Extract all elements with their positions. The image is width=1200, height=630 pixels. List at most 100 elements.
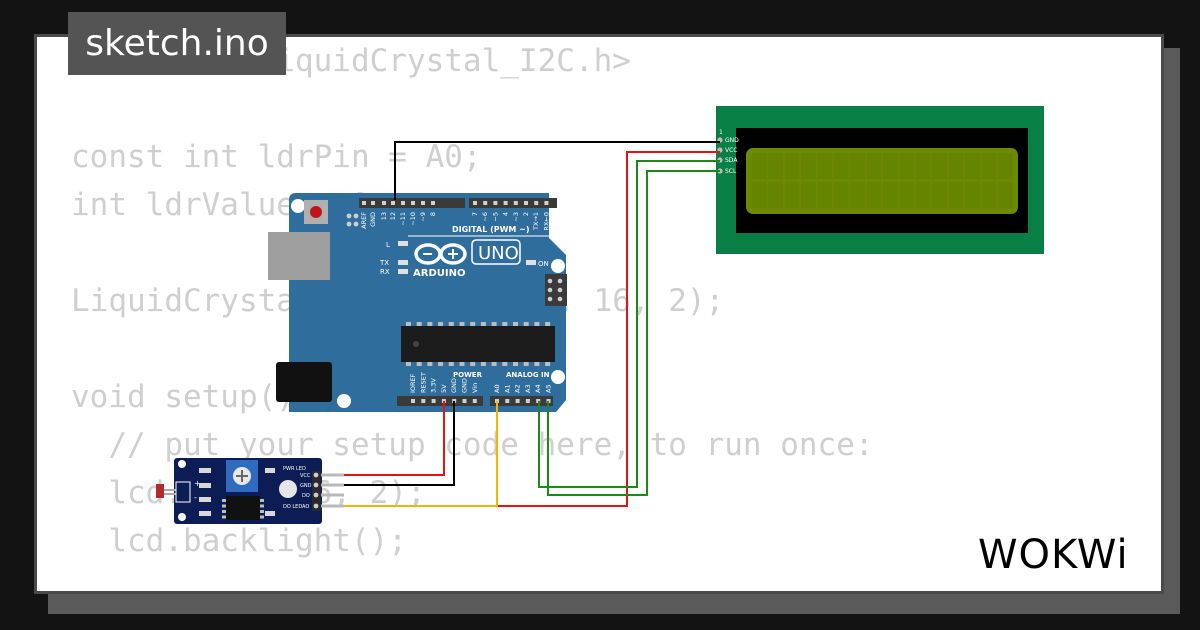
- chip-notch: [413, 341, 419, 347]
- wire-sda-lcd[interactable]: [538, 160, 720, 488]
- digital-pin[interactable]: [421, 201, 425, 205]
- digital-pin[interactable]: [362, 201, 366, 205]
- uno-badge: [471, 239, 521, 265]
- digital-pin[interactable]: [401, 201, 405, 205]
- smd-resistor: [199, 511, 211, 516]
- digital-pin[interactable]: [524, 201, 528, 205]
- ldr-sensor-module[interactable]: + - PWR LED DO LED VCC GND DO AO: [156, 458, 344, 524]
- sensor-pin[interactable]: [313, 492, 319, 498]
- chip-pin: [438, 322, 444, 326]
- file-tab[interactable]: sketch.ino: [68, 12, 286, 75]
- pwr-led-label: PWR LED: [283, 466, 306, 472]
- reset-button-cap[interactable]: [310, 206, 322, 218]
- sensor-pin[interactable]: [313, 482, 319, 488]
- power-jack: [276, 362, 332, 402]
- digital-pin[interactable]: [544, 201, 549, 205]
- wokwi-logo-text: WOKWi: [978, 532, 1129, 578]
- digital-pin[interactable]: [411, 201, 415, 205]
- digital-pin-label: 7: [471, 212, 479, 216]
- digital-pin[interactable]: [473, 201, 477, 205]
- digital-pin[interactable]: [431, 201, 435, 205]
- analog-pin[interactable]: [515, 399, 520, 403]
- digital-pin-holes[interactable]: [362, 201, 549, 205]
- comparator-pin: [222, 499, 226, 502]
- digital-pin[interactable]: [391, 201, 395, 205]
- chip-pin: [406, 362, 411, 366]
- chip-pin: [416, 362, 422, 366]
- digital-pin-label: ~5: [491, 212, 499, 222]
- power-pin-label: Vin: [471, 383, 479, 393]
- chip-pin: [427, 322, 433, 326]
- digital-pin-label: TX→1: [532, 212, 540, 231]
- digital-label: DIGITAL (PWM ~): [452, 225, 530, 234]
- comparator-pin: [222, 510, 226, 513]
- arduino-brand: ARDUINO: [413, 268, 465, 279]
- chip-pin: [545, 362, 551, 366]
- digital-pin[interactable]: [503, 201, 508, 205]
- chip-pin: [534, 322, 540, 326]
- wires[interactable]: [344, 141, 720, 507]
- photoresistor-leg: [164, 493, 176, 495]
- wire-ao-sensor[interactable]: [344, 401, 498, 507]
- lcd-cell: [801, 153, 816, 179]
- wire-gnd-lcd[interactable]: [394, 141, 720, 200]
- power-label: POWER: [453, 371, 483, 379]
- smd-resistor: [265, 468, 275, 473]
- chip-pin: [523, 322, 529, 326]
- power-pin[interactable]: [421, 399, 426, 403]
- chip-pin: [502, 322, 508, 326]
- lcd-pin-label: SCL: [725, 168, 737, 175]
- lcd-cell: [948, 153, 964, 179]
- sensor-pin-label: DO: [302, 493, 310, 499]
- lcd-cell: [801, 182, 816, 208]
- comparator-pin: [260, 499, 264, 502]
- lcd-cell: [998, 153, 1013, 179]
- lcd-cell: [948, 182, 964, 208]
- digital-pin[interactable]: [483, 201, 488, 205]
- analog-pin[interactable]: [525, 399, 530, 403]
- sensor-mount-hole: [178, 460, 186, 468]
- lcd-pin-label: VCC: [725, 147, 737, 154]
- wokwi-logo: WOKWi: [978, 532, 1129, 578]
- sensor-pin[interactable]: [313, 503, 319, 509]
- lcd-cell: [899, 153, 915, 179]
- lcd-cell: [784, 153, 800, 179]
- analog-pin[interactable]: [505, 399, 510, 403]
- ldr-socket: [175, 481, 191, 503]
- digital-pin-label: ~9: [419, 212, 427, 222]
- chip-pin: [480, 362, 486, 366]
- lcd-cell: [883, 182, 898, 208]
- lcd-cell: [883, 153, 898, 179]
- lcd-display[interactable]: 1 GND VCC SDA SCL: [716, 106, 1044, 254]
- digital-pin[interactable]: [534, 201, 539, 205]
- chip-pin: [545, 322, 551, 326]
- power-pin-label: RESET: [419, 372, 427, 393]
- digital-pin[interactable]: [382, 201, 386, 205]
- power-pin[interactable]: [431, 399, 436, 403]
- power-pin[interactable]: [462, 399, 467, 403]
- power-pin[interactable]: [411, 399, 415, 403]
- digital-pin[interactable]: [513, 201, 518, 205]
- sensor-pin[interactable]: [313, 472, 319, 478]
- icsp-header-right: [545, 274, 567, 306]
- usb-connector: [268, 232, 330, 280]
- digital-pin[interactable]: [371, 201, 375, 205]
- wire-scl-lcd[interactable]: [547, 170, 720, 496]
- led-rx-label: RX: [380, 268, 390, 276]
- lcd-cell: [998, 182, 1013, 208]
- wire-vcc-sensor[interactable]: [344, 401, 445, 476]
- chip-pin: [470, 362, 476, 366]
- led-tx: [398, 260, 408, 265]
- analog-pin-label: A1: [503, 384, 511, 393]
- chip-pin: [459, 362, 465, 366]
- chip-pin: [438, 362, 444, 366]
- digital-pin[interactable]: [493, 201, 498, 205]
- lcd-cell: [866, 182, 882, 208]
- power-pin-label: 3.3V: [430, 378, 438, 393]
- chip-pin: [513, 362, 518, 366]
- wire-gnd-sensor[interactable]: [344, 401, 455, 486]
- chip-pin: [406, 322, 411, 326]
- power-pin[interactable]: [472, 399, 477, 403]
